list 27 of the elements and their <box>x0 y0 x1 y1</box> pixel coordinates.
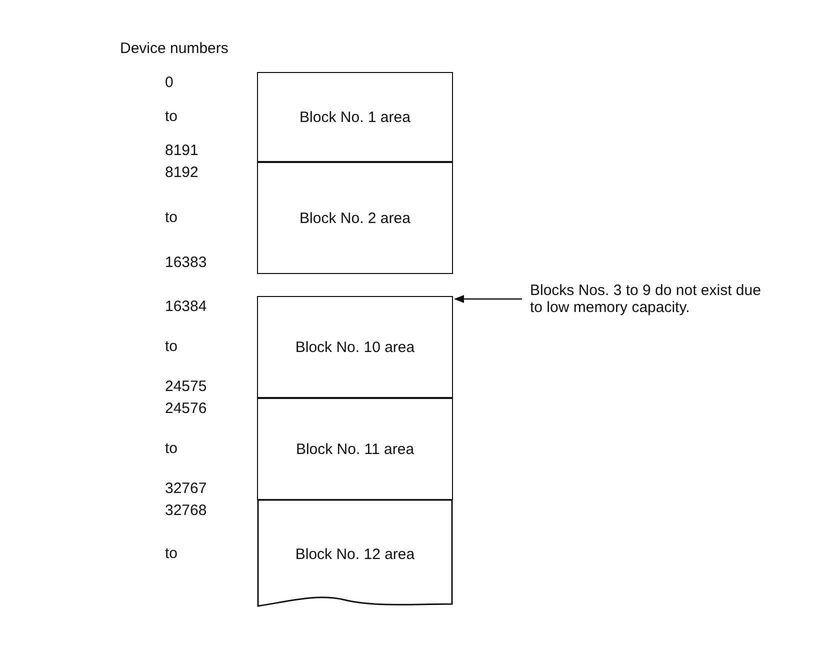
device-number: 16384 <box>165 298 207 315</box>
memory-block-torn <box>257 500 453 608</box>
block-label: Block No. 12 area <box>295 546 415 562</box>
arrow <box>454 295 522 303</box>
device-number: 24575 <box>165 378 207 395</box>
axis-heading: Device numbers <box>120 40 228 57</box>
memory-block <box>257 296 453 398</box>
device-number: 24576 <box>165 400 207 417</box>
memory-block <box>257 398 453 500</box>
device-number: 32767 <box>165 480 207 497</box>
range-word: to <box>165 545 178 562</box>
device-number: 16383 <box>165 254 207 271</box>
memory-block <box>257 72 453 162</box>
block-label: Block No. 11 area <box>296 440 414 458</box>
range-word: to <box>165 338 178 355</box>
block-label: Block No. 10 area <box>295 338 415 356</box>
range-word: to <box>165 108 178 125</box>
device-number: 8191 <box>165 142 198 159</box>
device-number: 0 <box>165 74 174 91</box>
device-number: 32768 <box>165 502 207 519</box>
note-text: Blocks Nos. 3 to 9 do not exist due to low memory capacity. <box>530 282 775 316</box>
range-word: to <box>165 209 178 226</box>
memory-block <box>257 162 453 274</box>
device-number: 8192 <box>165 164 198 181</box>
block-label: Block No. 1 area <box>300 108 410 126</box>
range-word: to <box>165 440 178 457</box>
block-label: Block No. 2 area <box>300 210 410 226</box>
